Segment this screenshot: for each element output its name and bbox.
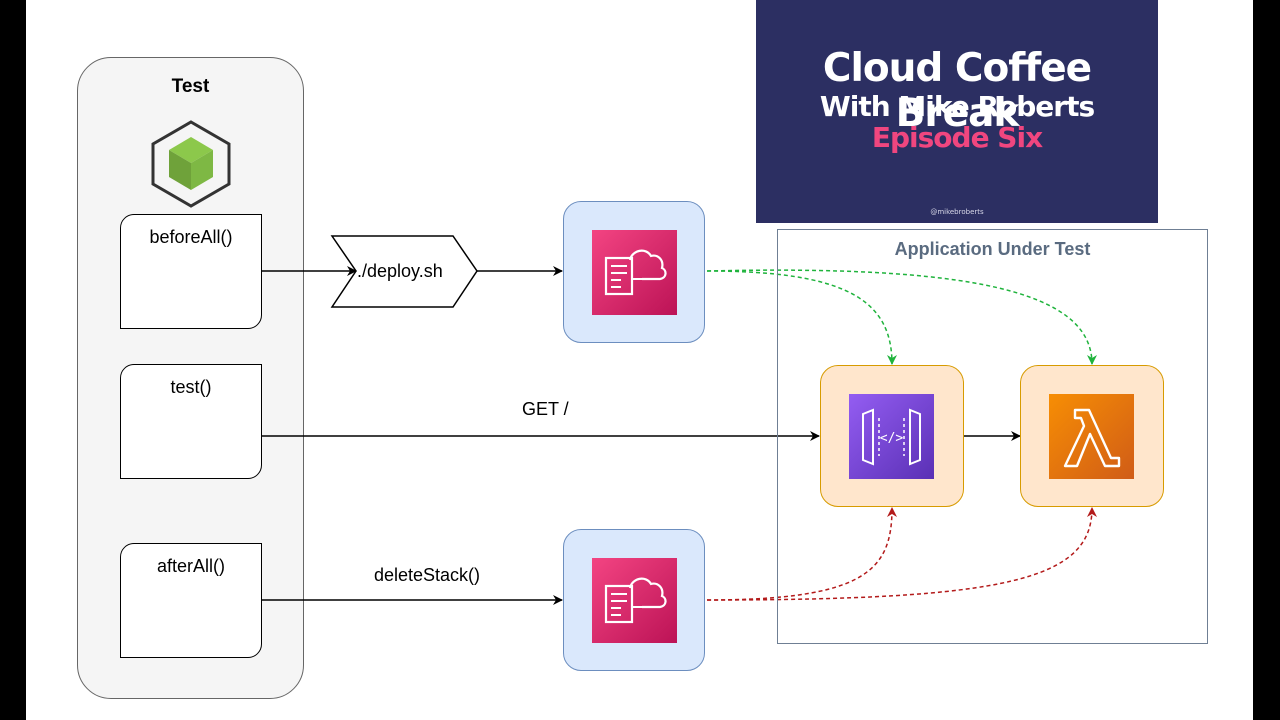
cloudformation-icon bbox=[592, 230, 677, 315]
api-gateway-icon: </> bbox=[849, 394, 934, 479]
deploy-arrow-lambda bbox=[706, 269, 1097, 365]
banner-handle: @mikebroberts bbox=[930, 208, 984, 216]
banner-title: Cloud Coffee Break bbox=[822, 46, 1092, 136]
cloudformation-glyph bbox=[604, 577, 667, 624]
episode-banner: Cloud Coffee Break With Mike Roberts Epi… bbox=[756, 0, 1158, 223]
application-under-test-title: Application Under Test bbox=[894, 239, 1091, 259]
diagram-connectors bbox=[151, 120, 1097, 605]
api-gateway-glyph: </> bbox=[862, 408, 921, 466]
hook-beforeall-label: beforeAll() bbox=[149, 227, 233, 247]
svg-text:</>: </> bbox=[880, 431, 904, 446]
cloudformation-icon bbox=[592, 558, 677, 643]
api-gateway-node: </> bbox=[820, 365, 964, 507]
deploy-arrow-api bbox=[706, 270, 897, 365]
application-under-test-box bbox=[777, 229, 1208, 644]
lambda-icon bbox=[1049, 394, 1134, 479]
test-title: Test bbox=[171, 76, 210, 97]
hook-test-label: test() bbox=[170, 377, 212, 397]
stack-deploy-node bbox=[563, 201, 705, 343]
nodejs-cube-icon bbox=[151, 120, 231, 208]
diagram-canvas: Test bbox=[26, 0, 1253, 720]
hook-afterall-label: afterAll() bbox=[156, 556, 225, 576]
lambda-node bbox=[1020, 365, 1164, 507]
lambda-glyph bbox=[1063, 408, 1121, 468]
banner-episode: Episode Six bbox=[871, 121, 1043, 154]
delete-arrow-api bbox=[706, 507, 897, 601]
get-label: GET / bbox=[522, 399, 569, 419]
cloudformation-glyph bbox=[604, 249, 667, 296]
banner-subtitle: With Mike Roberts bbox=[819, 90, 1095, 123]
deploy-label: ./deploy.sh bbox=[357, 261, 443, 281]
hook-beforeall: beforeAll() bbox=[120, 214, 262, 329]
hook-afterall: afterAll() bbox=[120, 543, 262, 658]
delete-stack-label: deleteStack() bbox=[374, 565, 481, 585]
stack-delete-node bbox=[563, 529, 705, 671]
hook-test: test() bbox=[120, 364, 262, 479]
